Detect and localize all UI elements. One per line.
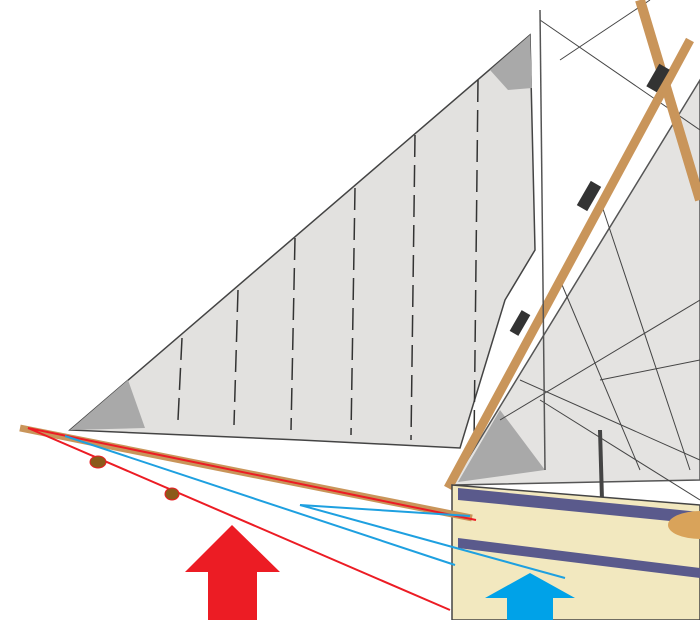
- jib-sail: [68, 33, 536, 449]
- barrel: [668, 511, 700, 539]
- blue-arrow-up-icon: [485, 573, 575, 620]
- sail-seam: [350, 187, 356, 436]
- jib-tack-patch: [70, 380, 145, 430]
- sail-seam: [290, 237, 296, 431]
- hull-stripe-lower: [458, 538, 700, 578]
- mast: [444, 37, 694, 491]
- sail-seam: [177, 337, 183, 421]
- hull-stripe-top: [458, 488, 700, 524]
- deadeye-2: [164, 487, 180, 501]
- topmast: [635, 0, 700, 202]
- mast-bands: [509, 63, 670, 336]
- staysail-rigging: [499, 0, 700, 501]
- red-arrow-up-icon: [185, 525, 280, 620]
- blue-rigging-lines: [64, 435, 566, 579]
- jib-head-patch: [490, 35, 532, 90]
- sail-seam: [233, 289, 239, 426]
- sail-seam: [410, 134, 416, 441]
- jib-seams: [177, 79, 479, 446]
- staysail-tack-patch: [458, 410, 545, 482]
- staysail: [450, 78, 700, 486]
- deadeye-1: [89, 455, 107, 469]
- sail-seam: [473, 79, 479, 446]
- forestay: [539, 9, 546, 471]
